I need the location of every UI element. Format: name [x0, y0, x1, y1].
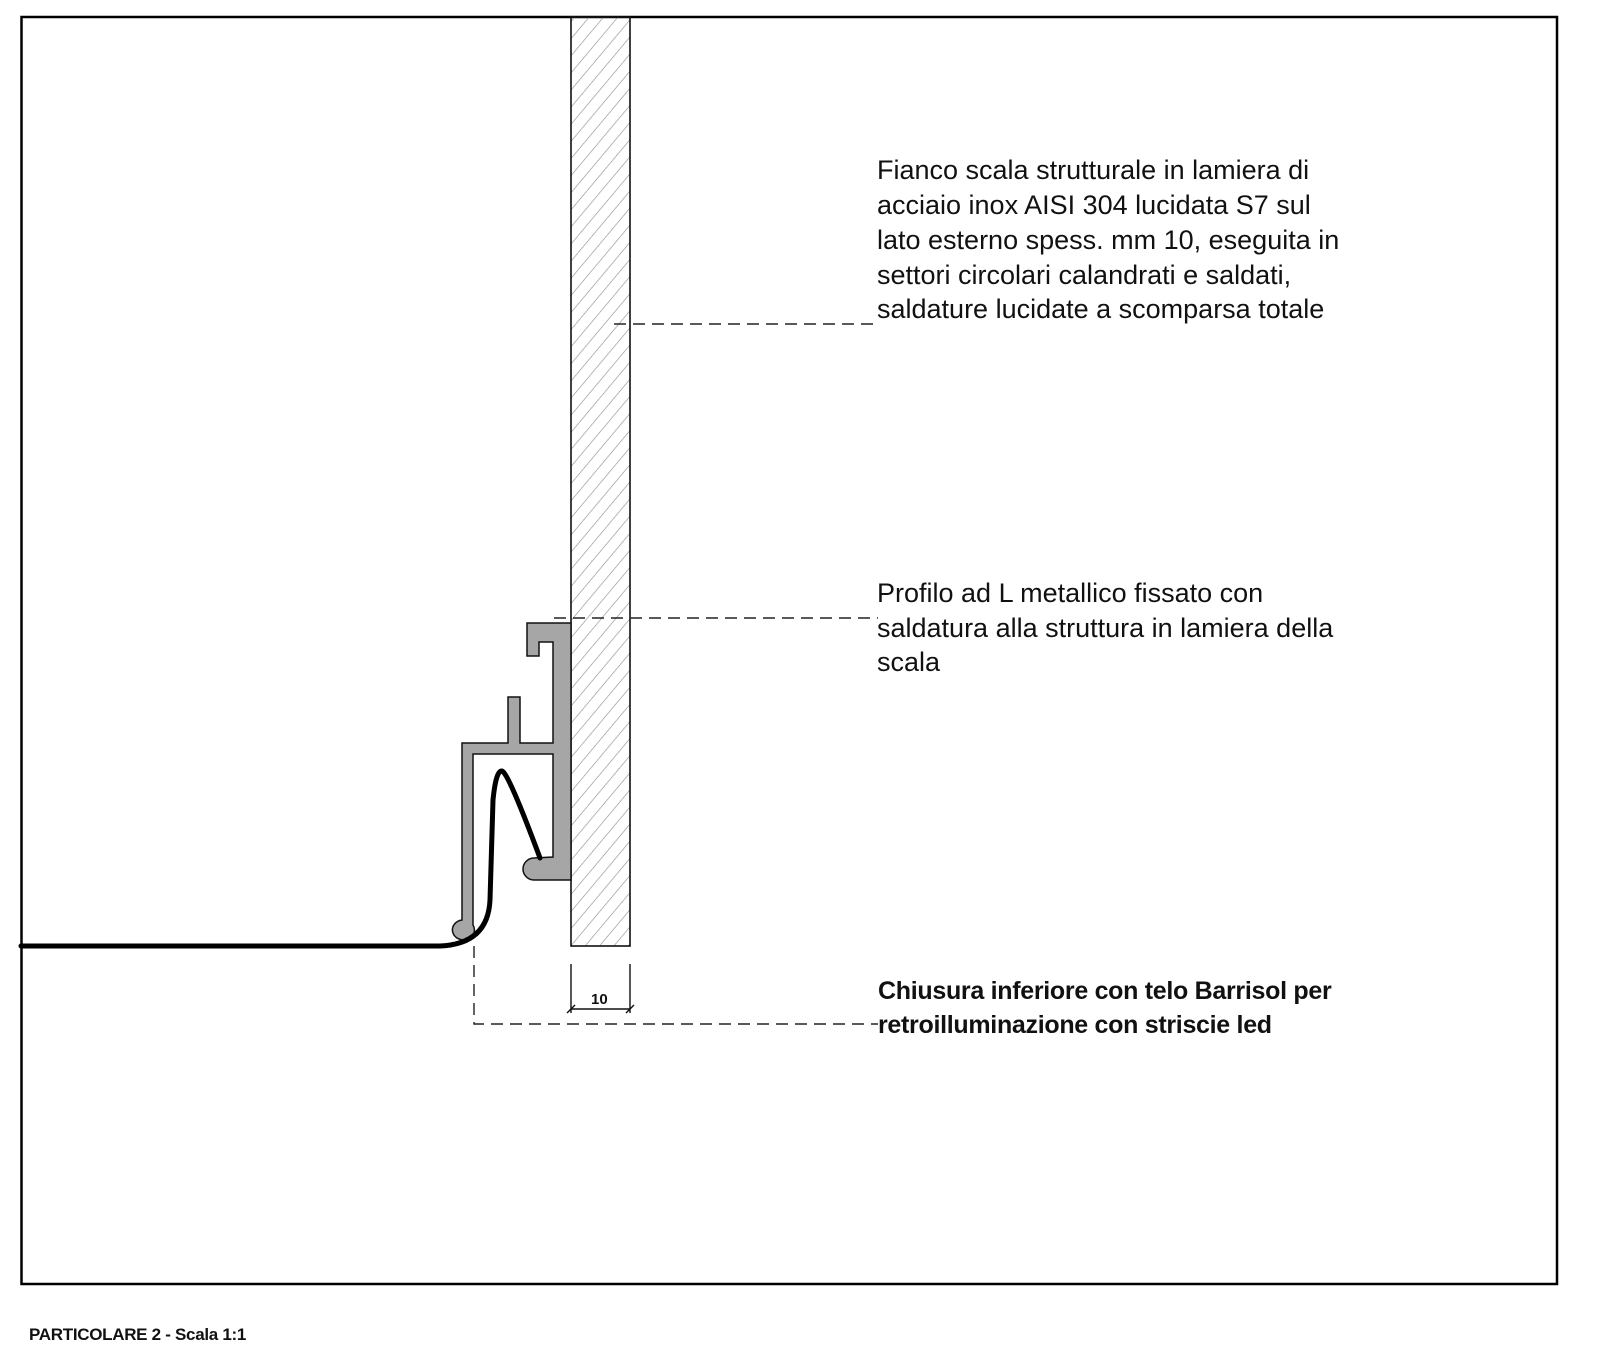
note-closure: Chiusura inferiore con telo Barrisol per… [878, 977, 1338, 1039]
barrisol-membrane [18, 768, 543, 949]
drawing-caption: PARTICOLARE 2 - Scala 1:1 [29, 1325, 246, 1344]
note-line: acciaio inox AISI 304 lucidata S7 sul [877, 190, 1311, 220]
note-line: Fianco scala strutturale in lamiera di [877, 155, 1309, 185]
note-profile: Profilo ad L metallico fissato con salda… [877, 578, 1341, 677]
leader-line-closure [473, 946, 878, 1025]
dimension-thickness [566, 964, 635, 1014]
drawing-frame [20, 15, 1559, 1286]
note-line: scala [877, 647, 941, 677]
note-line: saldature lucidate a scomparsa totale [877, 294, 1324, 324]
note-line: settori circolari calandrati e saldati, [877, 260, 1291, 290]
note-line: saldatura alla struttura in lamiera dell… [877, 613, 1334, 643]
note-line: Profilo ad L metallico fissato con [877, 578, 1263, 608]
note-wall: Fianco scala strutturale in lamiera di a… [877, 155, 1347, 324]
note-line: lato esterno spess. mm 10, eseguita in [877, 225, 1339, 255]
l-profile-section [451, 622, 572, 941]
dimension-label: 10 [591, 991, 608, 1008]
note-line: retroilluminazione con striscie led [878, 1011, 1272, 1039]
steel-wall-section [570, 16, 631, 947]
note-line: Chiusura inferiore con telo Barrisol per [878, 977, 1332, 1005]
